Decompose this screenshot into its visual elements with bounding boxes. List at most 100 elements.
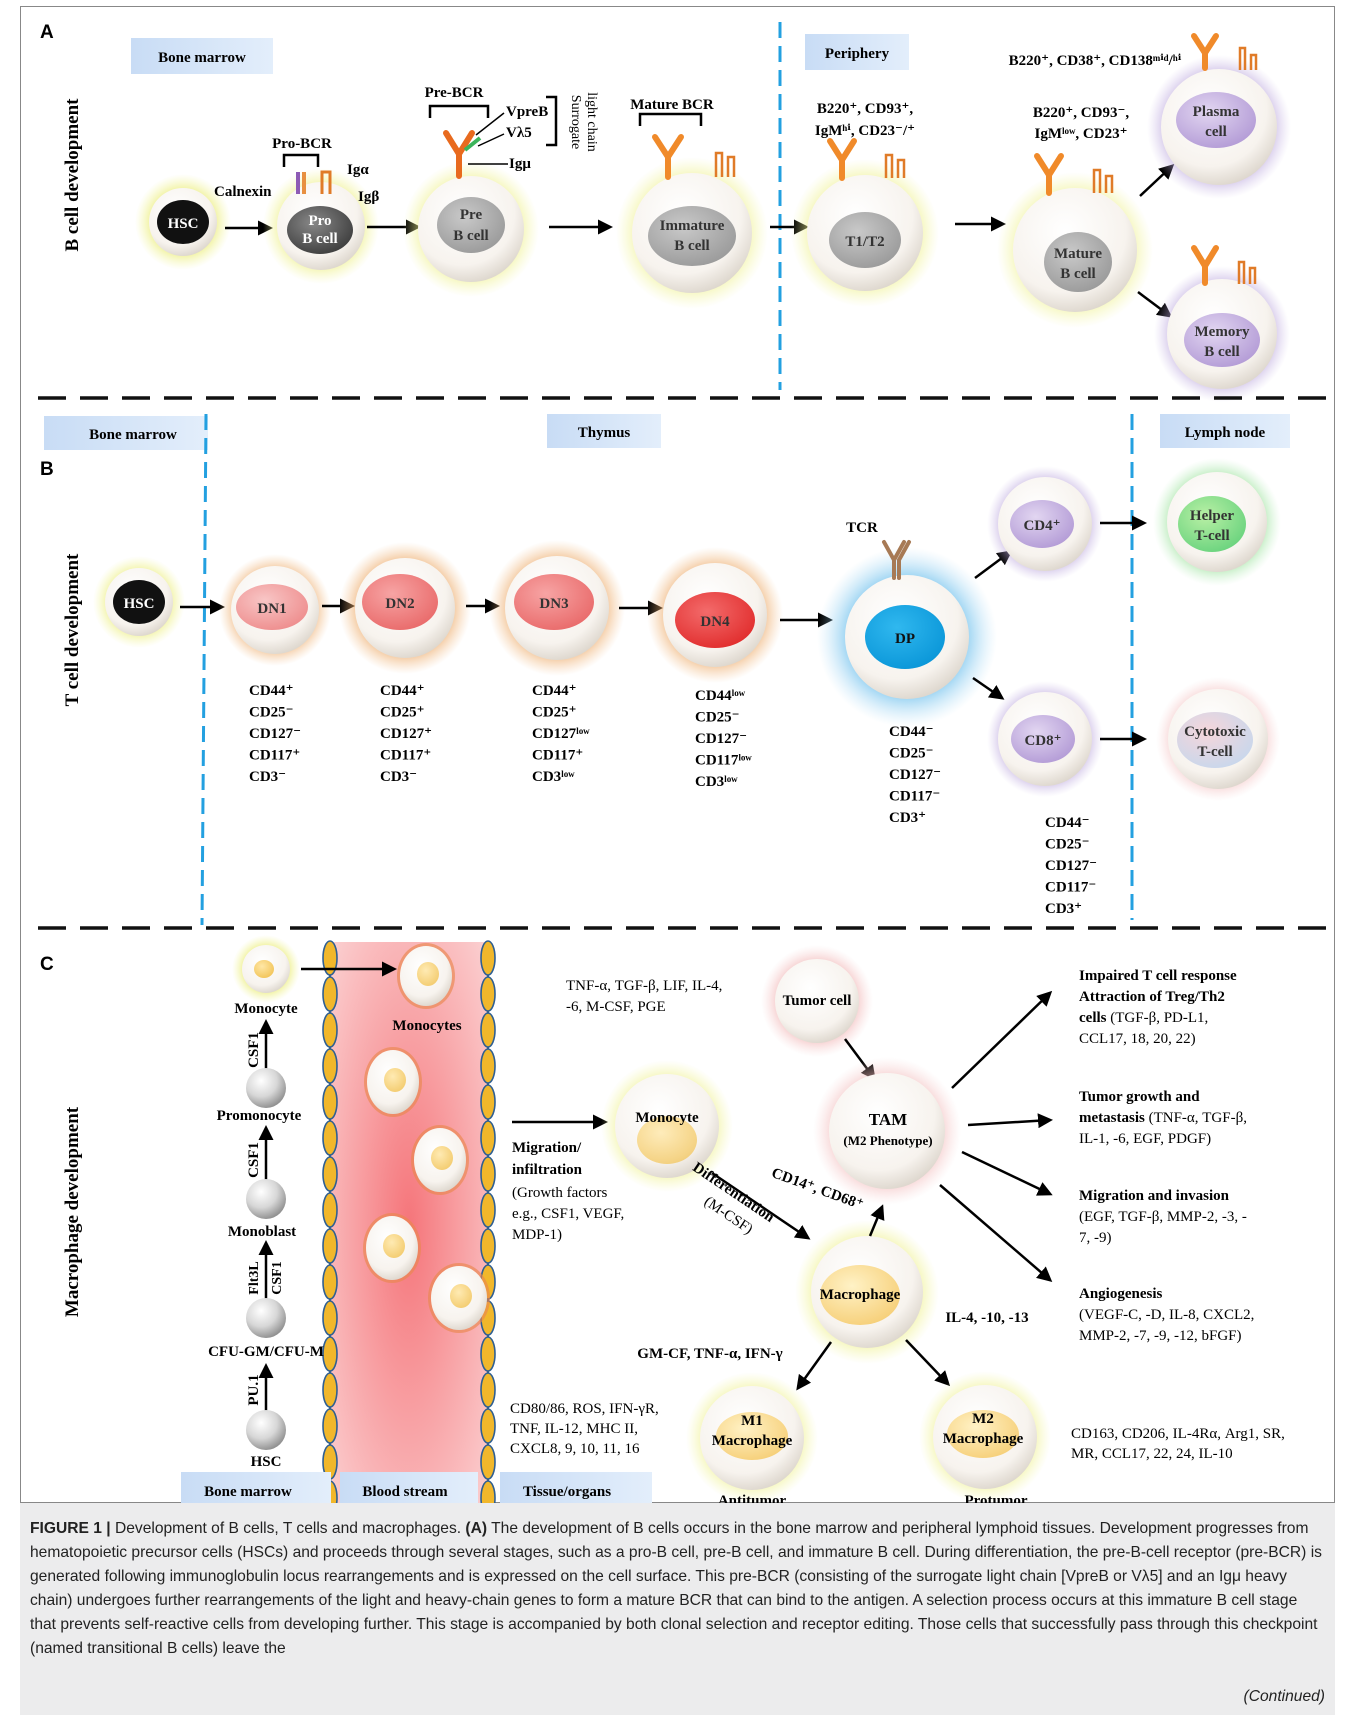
m2-line2: Macrophage xyxy=(943,1431,1024,1447)
immature-line2: B cell xyxy=(674,238,709,254)
arrow xyxy=(972,676,1005,700)
plasma-nucleus xyxy=(1176,92,1256,148)
region-label-bg xyxy=(44,416,208,450)
region-lymph-node: Lymph node xyxy=(1185,425,1266,441)
figure-caption: FIGURE 1 | Development of B cells, T cel… xyxy=(20,1503,1335,1715)
ig-receptor xyxy=(1237,260,1257,284)
outcome-growth: IL-1, -6, EGF, PDGF) xyxy=(1079,1131,1211,1147)
tumor-cell-label: Tumor cell xyxy=(783,993,852,1009)
region-bone-marrow-c: Bone marrow xyxy=(204,1484,292,1500)
marker-dp: CD3⁺ xyxy=(889,810,926,826)
region-label-bg xyxy=(340,1472,478,1503)
m1-markers: CXCL8, 9, 10, 11, 16 xyxy=(510,1441,640,1457)
hsc-nucleus xyxy=(157,200,209,244)
ig-receptor xyxy=(1092,168,1114,193)
arrow xyxy=(961,1150,1053,1196)
plasma-line2: cell xyxy=(1205,124,1227,140)
endothelial-cell xyxy=(322,940,338,976)
immature-line1: Immature xyxy=(660,218,725,234)
outcome-impaired: Attraction of Treg/Th2 xyxy=(1079,989,1225,1005)
m1-nucleus xyxy=(716,1412,788,1460)
marker-dn2: CD3⁻ xyxy=(380,769,417,785)
endothelial-cell xyxy=(322,1192,338,1228)
m1-line2: Macrophage xyxy=(712,1433,793,1449)
bcr-receptor xyxy=(827,138,857,181)
immature-b-nucleus xyxy=(648,206,736,266)
endothelial-cell xyxy=(322,1048,338,1084)
endothelial-cell xyxy=(322,1120,338,1156)
ig-alpha-receptor xyxy=(320,170,332,194)
monoblast-label: Monoblast xyxy=(228,1224,296,1240)
marker-dn4: CD127⁻ xyxy=(695,731,747,747)
monocyte-mid-label: Monocyte xyxy=(635,1110,699,1126)
dn2-label: DN2 xyxy=(385,596,414,612)
endothelial-cell xyxy=(480,1048,496,1084)
cd4-nucleus xyxy=(1010,500,1074,548)
endothelial-cell xyxy=(480,1192,496,1228)
bcr-receptor xyxy=(652,134,684,180)
endothelial-cell xyxy=(322,976,338,1012)
endothelial-cell xyxy=(480,1120,496,1156)
pre-b-line1: Pre xyxy=(460,207,483,223)
dn4-nucleus xyxy=(675,592,755,648)
mature-bcr-label: Mature BCR xyxy=(630,97,714,113)
cd4-label: CD4⁺ xyxy=(1023,518,1060,534)
panel-b-side-title: T cell development xyxy=(62,553,83,706)
marker-dn4: CD25⁻ xyxy=(695,710,740,726)
marker-dn1: CD3⁻ xyxy=(249,769,286,785)
endothelial-cell xyxy=(480,1444,496,1480)
bcr-receptor xyxy=(1034,153,1064,196)
marker-dn2: CD117⁺ xyxy=(380,748,431,764)
marker-dp: CD25⁻ xyxy=(889,746,934,762)
marker-dp: CD127⁻ xyxy=(889,767,941,783)
memory-nucleus xyxy=(1184,313,1260,367)
region-label-bg xyxy=(181,1472,331,1503)
thymus-divider xyxy=(200,413,208,926)
monocytes-label: Monocytes xyxy=(392,1018,461,1034)
ig-alpha-label: Igα xyxy=(347,162,369,178)
region-label-bg xyxy=(131,38,273,74)
blood-monocyte xyxy=(397,943,455,1009)
gmcf-label: GM-CF, TNF-α, IFN-γ xyxy=(637,1346,782,1362)
calnexin-label: Calnexin xyxy=(214,184,272,200)
csf1-b-label: CSF1 xyxy=(246,1142,262,1178)
outcome-migration: Migration and invasion xyxy=(1079,1188,1230,1204)
blood-monocyte xyxy=(364,1047,422,1117)
blood-monocytes xyxy=(363,943,490,1333)
marker-dn2: CD127⁺ xyxy=(380,726,432,742)
region-bone-marrow-a: Bone marrow xyxy=(158,50,246,66)
mature-line2: B cell xyxy=(1060,266,1095,282)
growth-factors-label: e.g., CSF1, VEGF, xyxy=(512,1206,624,1222)
endothelial-cell xyxy=(480,940,496,976)
mature-markers-line1: B220⁺, CD93⁻, xyxy=(1033,105,1130,121)
marker-dn4: CD117ˡᵒʷ xyxy=(695,753,752,769)
outcome-impaired: CCL17, 18, 20, 22) xyxy=(1079,1031,1196,1047)
macrophage-markers: CD80/86, ROS, IFN-γR,TNF, IL-12, MHC II,… xyxy=(510,1401,1285,1462)
surrogate-bracket xyxy=(546,95,558,147)
hsc-label-b: HSC xyxy=(124,596,155,612)
pro-bcr-receptor xyxy=(296,172,300,194)
tam-line2: (M2 Phenotype) xyxy=(843,1133,932,1148)
outcome-migration: 7, -9) xyxy=(1079,1230,1112,1246)
outcome-growth: Tumor growth and xyxy=(1079,1089,1200,1105)
marker-dn2: CD25⁺ xyxy=(380,705,425,721)
helper-line1: Helper xyxy=(1190,508,1234,524)
caption-body: The development of B cells occurs in the… xyxy=(30,1520,1322,1657)
caption-continued: (Continued) xyxy=(1243,1688,1325,1705)
arrow xyxy=(905,1339,951,1387)
mature-markers-line2: IgMˡᵒʷ, CD23⁺ xyxy=(1034,126,1127,142)
region-label-bg xyxy=(500,1472,652,1503)
marker-dn3: CD117⁺ xyxy=(532,748,583,764)
cfu-cell xyxy=(246,1298,286,1338)
memory-line1: Memory xyxy=(1195,324,1250,340)
promonocyte-label: Promonocyte xyxy=(217,1108,302,1124)
endothelial-cell xyxy=(322,1300,338,1336)
marker-dn3: CD3ˡᵒʷ xyxy=(532,769,575,785)
region-bone-marrow-b: Bone marrow xyxy=(89,427,177,443)
bcr-receptor xyxy=(1191,33,1219,71)
arrow xyxy=(868,1204,885,1237)
ig-receptor xyxy=(1238,46,1258,70)
growth-factors-label: (Growth factors xyxy=(512,1185,608,1201)
endothelial-cell xyxy=(480,1336,496,1372)
csf1-c-label: CSF1 xyxy=(270,1261,285,1294)
